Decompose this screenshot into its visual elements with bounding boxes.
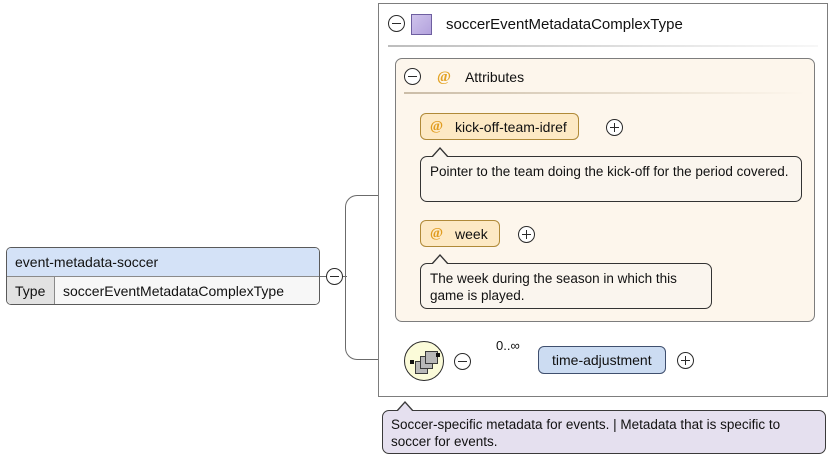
complex-type-collapse-toggle-minus-icon[interactable] [388,15,405,32]
attribute-expand-toggle-plus-icon[interactable] [518,226,535,243]
element-pill-time-adjustment[interactable]: time-adjustment [538,346,666,374]
doc-pointer-tab-fill [432,149,448,158]
connector-bracket [345,195,405,360]
attribute-documentation-week: The week during the season in which this… [420,263,712,309]
cardinality-label: 0..∞ [496,338,520,353]
sequence-square-3 [425,351,438,364]
root-element-type-label: Type [7,277,55,304]
connector-root-stub [320,276,326,277]
root-element-name: event-metadata-soccer [7,248,319,277]
sequence-collapse-toggle-minus-icon[interactable] [454,353,471,370]
root-element-type-value: soccerEventMetadataComplexType [63,283,284,299]
root-element-collapse-toggle-minus-icon[interactable] [326,268,343,285]
attribute-documentation-kick-off-team-idref: Pointer to the team doing the kick-off f… [420,156,802,202]
annotation-box: Soccer-specific metadata for events. | M… [382,410,826,454]
attributes-divider [404,92,806,94]
complex-type-swatch-icon [411,13,432,35]
attribute-pill-week[interactable]: @ week [420,220,500,247]
element-name: time-adjustment [552,352,652,368]
attribute-pill-kick-off-team-idref[interactable]: @ kick-off-team-idref [420,113,579,140]
attributes-at-icon: @ [437,68,451,85]
attributes-header: @ Attributes [404,64,604,90]
sequence-icon[interactable] [404,341,444,381]
annotation-pointer-tab-fill [397,403,413,412]
sequence-dot-left [410,360,414,364]
attribute-at-icon: @ [430,225,444,241]
doc-pointer-tab-fill [432,256,448,265]
complex-type-header: soccerEventMetadataComplexType [380,5,826,43]
attributes-label: Attributes [464,69,525,85]
sequence-dot-right [436,353,440,357]
complex-type-divider [388,45,818,47]
element-expand-toggle-plus-icon[interactable] [677,352,694,369]
attribute-name: week [455,225,488,242]
root-element-type-row: Type soccerEventMetadataComplexType [7,277,319,304]
complex-type-title: soccerEventMetadataComplexType [446,15,683,33]
attribute-expand-toggle-plus-icon[interactable] [606,119,623,136]
attribute-name: kick-off-team-idref [455,118,567,135]
attribute-at-icon: @ [430,118,444,134]
attributes-collapse-toggle-minus-icon[interactable] [404,68,421,85]
root-element-box[interactable]: event-metadata-soccer Type soccerEventMe… [6,247,320,305]
